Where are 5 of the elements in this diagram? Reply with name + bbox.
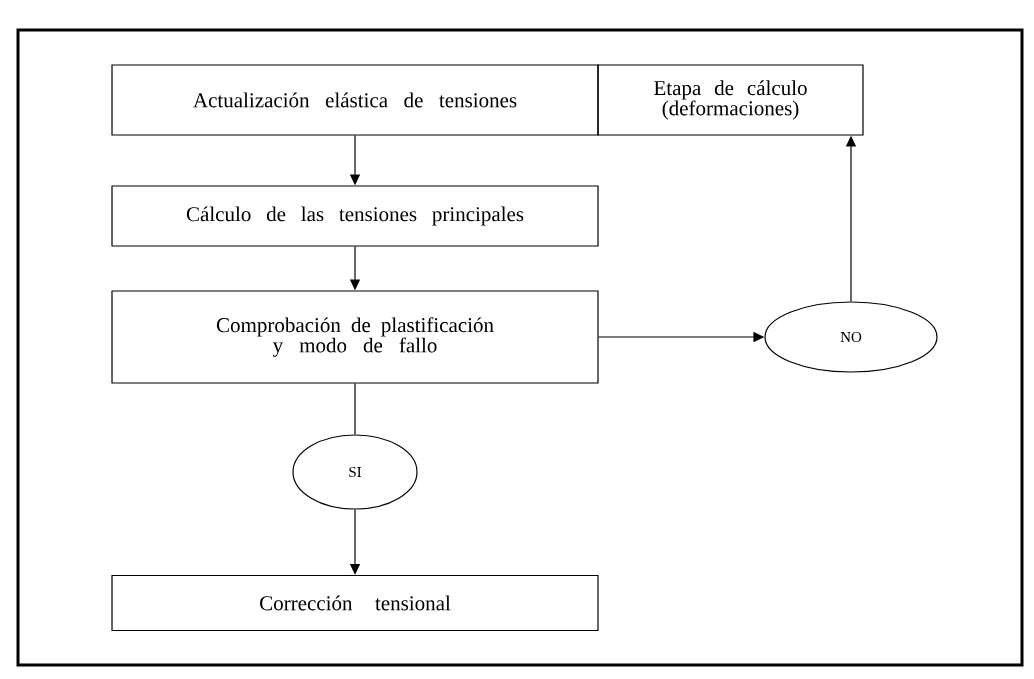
process-box: Etapa de cálculo (deformaciones) (597, 64, 864, 136)
process-box: Corrección tensional (111, 574, 599, 632)
process-box: Cálculo de las tensiones principales (111, 185, 599, 247)
process-box: Actualización elástica de tensiones (111, 64, 599, 136)
process-box: Comprobación de plastificación y modo de fallo (111, 290, 599, 384)
